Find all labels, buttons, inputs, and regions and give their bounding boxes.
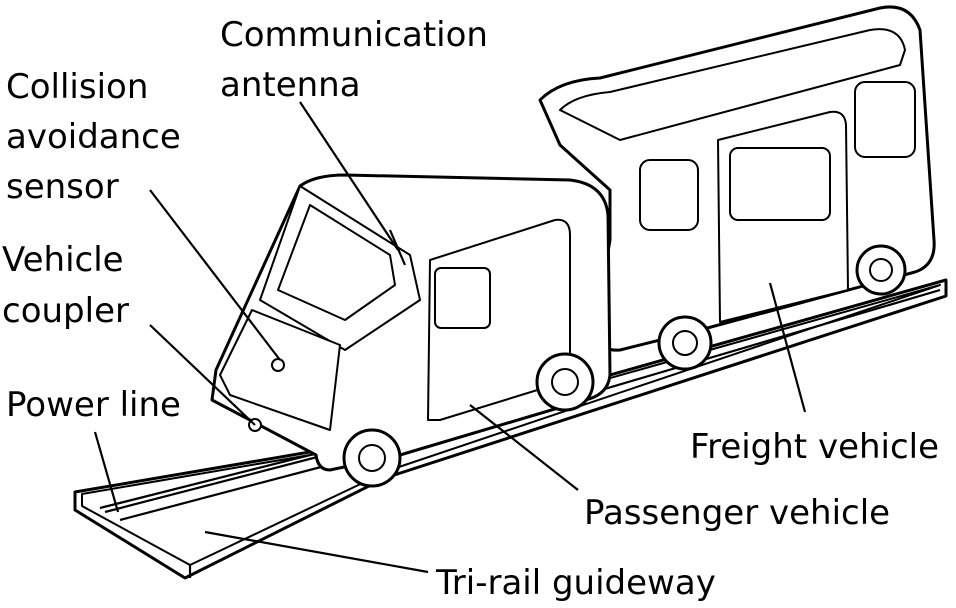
collision-sensor-label-line2: avoidance xyxy=(6,117,181,157)
leader-lines xyxy=(93,101,807,574)
communication-antenna-label-line1: Communication xyxy=(220,15,488,55)
collision-sensor-label-line3: sensor xyxy=(6,167,119,207)
vehicle-coupler-label-line2: coupler xyxy=(2,291,129,331)
vehicle-coupler-label-line1: Vehicle xyxy=(2,240,124,280)
passenger-vehicle-label: Passenger vehicle xyxy=(584,493,891,533)
freight-vehicle-label: Freight vehicle xyxy=(690,427,940,467)
freight-vehicle xyxy=(538,5,936,371)
communication-antenna-label-line2: antenna xyxy=(220,65,361,105)
collision-sensor-label-line1: Collision xyxy=(6,67,149,107)
passenger-vehicle xyxy=(210,173,612,488)
tri-rail-guideway-label: Tri-rail guideway xyxy=(436,563,716,603)
power-line-label: Power line xyxy=(6,385,181,425)
